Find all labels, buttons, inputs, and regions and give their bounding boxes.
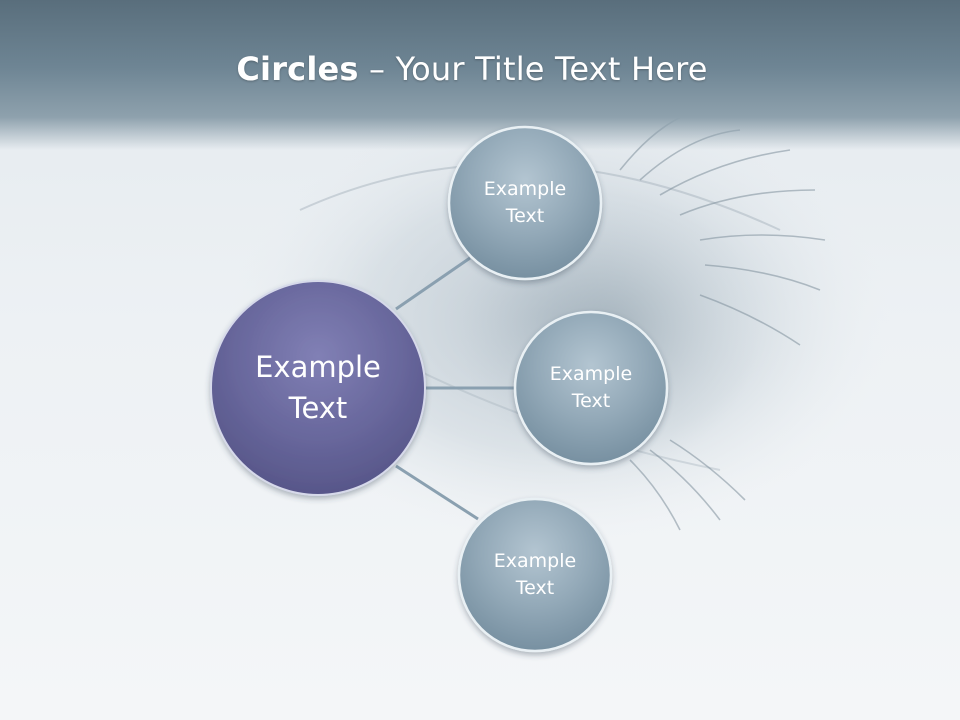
satellite-circle-2[interactable] [513, 310, 669, 466]
title-rest: – Your Title Text Here [358, 50, 708, 88]
center-circle-text: Example Text [218, 288, 418, 488]
satellite-3-label-line-2: Text [515, 577, 555, 599]
satellite-3-text: Example Text [465, 505, 605, 645]
satellite-1-text: Example Text [455, 133, 595, 273]
satellite-2-label-line-1: Example [549, 363, 633, 386]
connector-line-3 [395, 464, 479, 521]
satellite-circle-3[interactable] [457, 497, 613, 653]
title-bold: Circles [236, 50, 359, 88]
center-label-line-1: Example [255, 349, 381, 384]
connector-line-1 [395, 256, 471, 311]
satellite-1-label-line-2: Text [505, 205, 545, 227]
satellite-2-label-line-2: Text [571, 390, 611, 412]
title-bar [0, 0, 960, 150]
satellite-2-text: Example Text [521, 318, 661, 458]
slide-title[interactable]: Circles – Your Title Text Here [0, 50, 944, 88]
center-circle[interactable] [210, 280, 426, 496]
center-label-line-2: Text [288, 391, 348, 425]
satellite-circle-1[interactable] [447, 125, 603, 281]
satellite-3-label-line-1: Example [493, 550, 577, 573]
satellite-1-label-line-1: Example [483, 178, 567, 201]
